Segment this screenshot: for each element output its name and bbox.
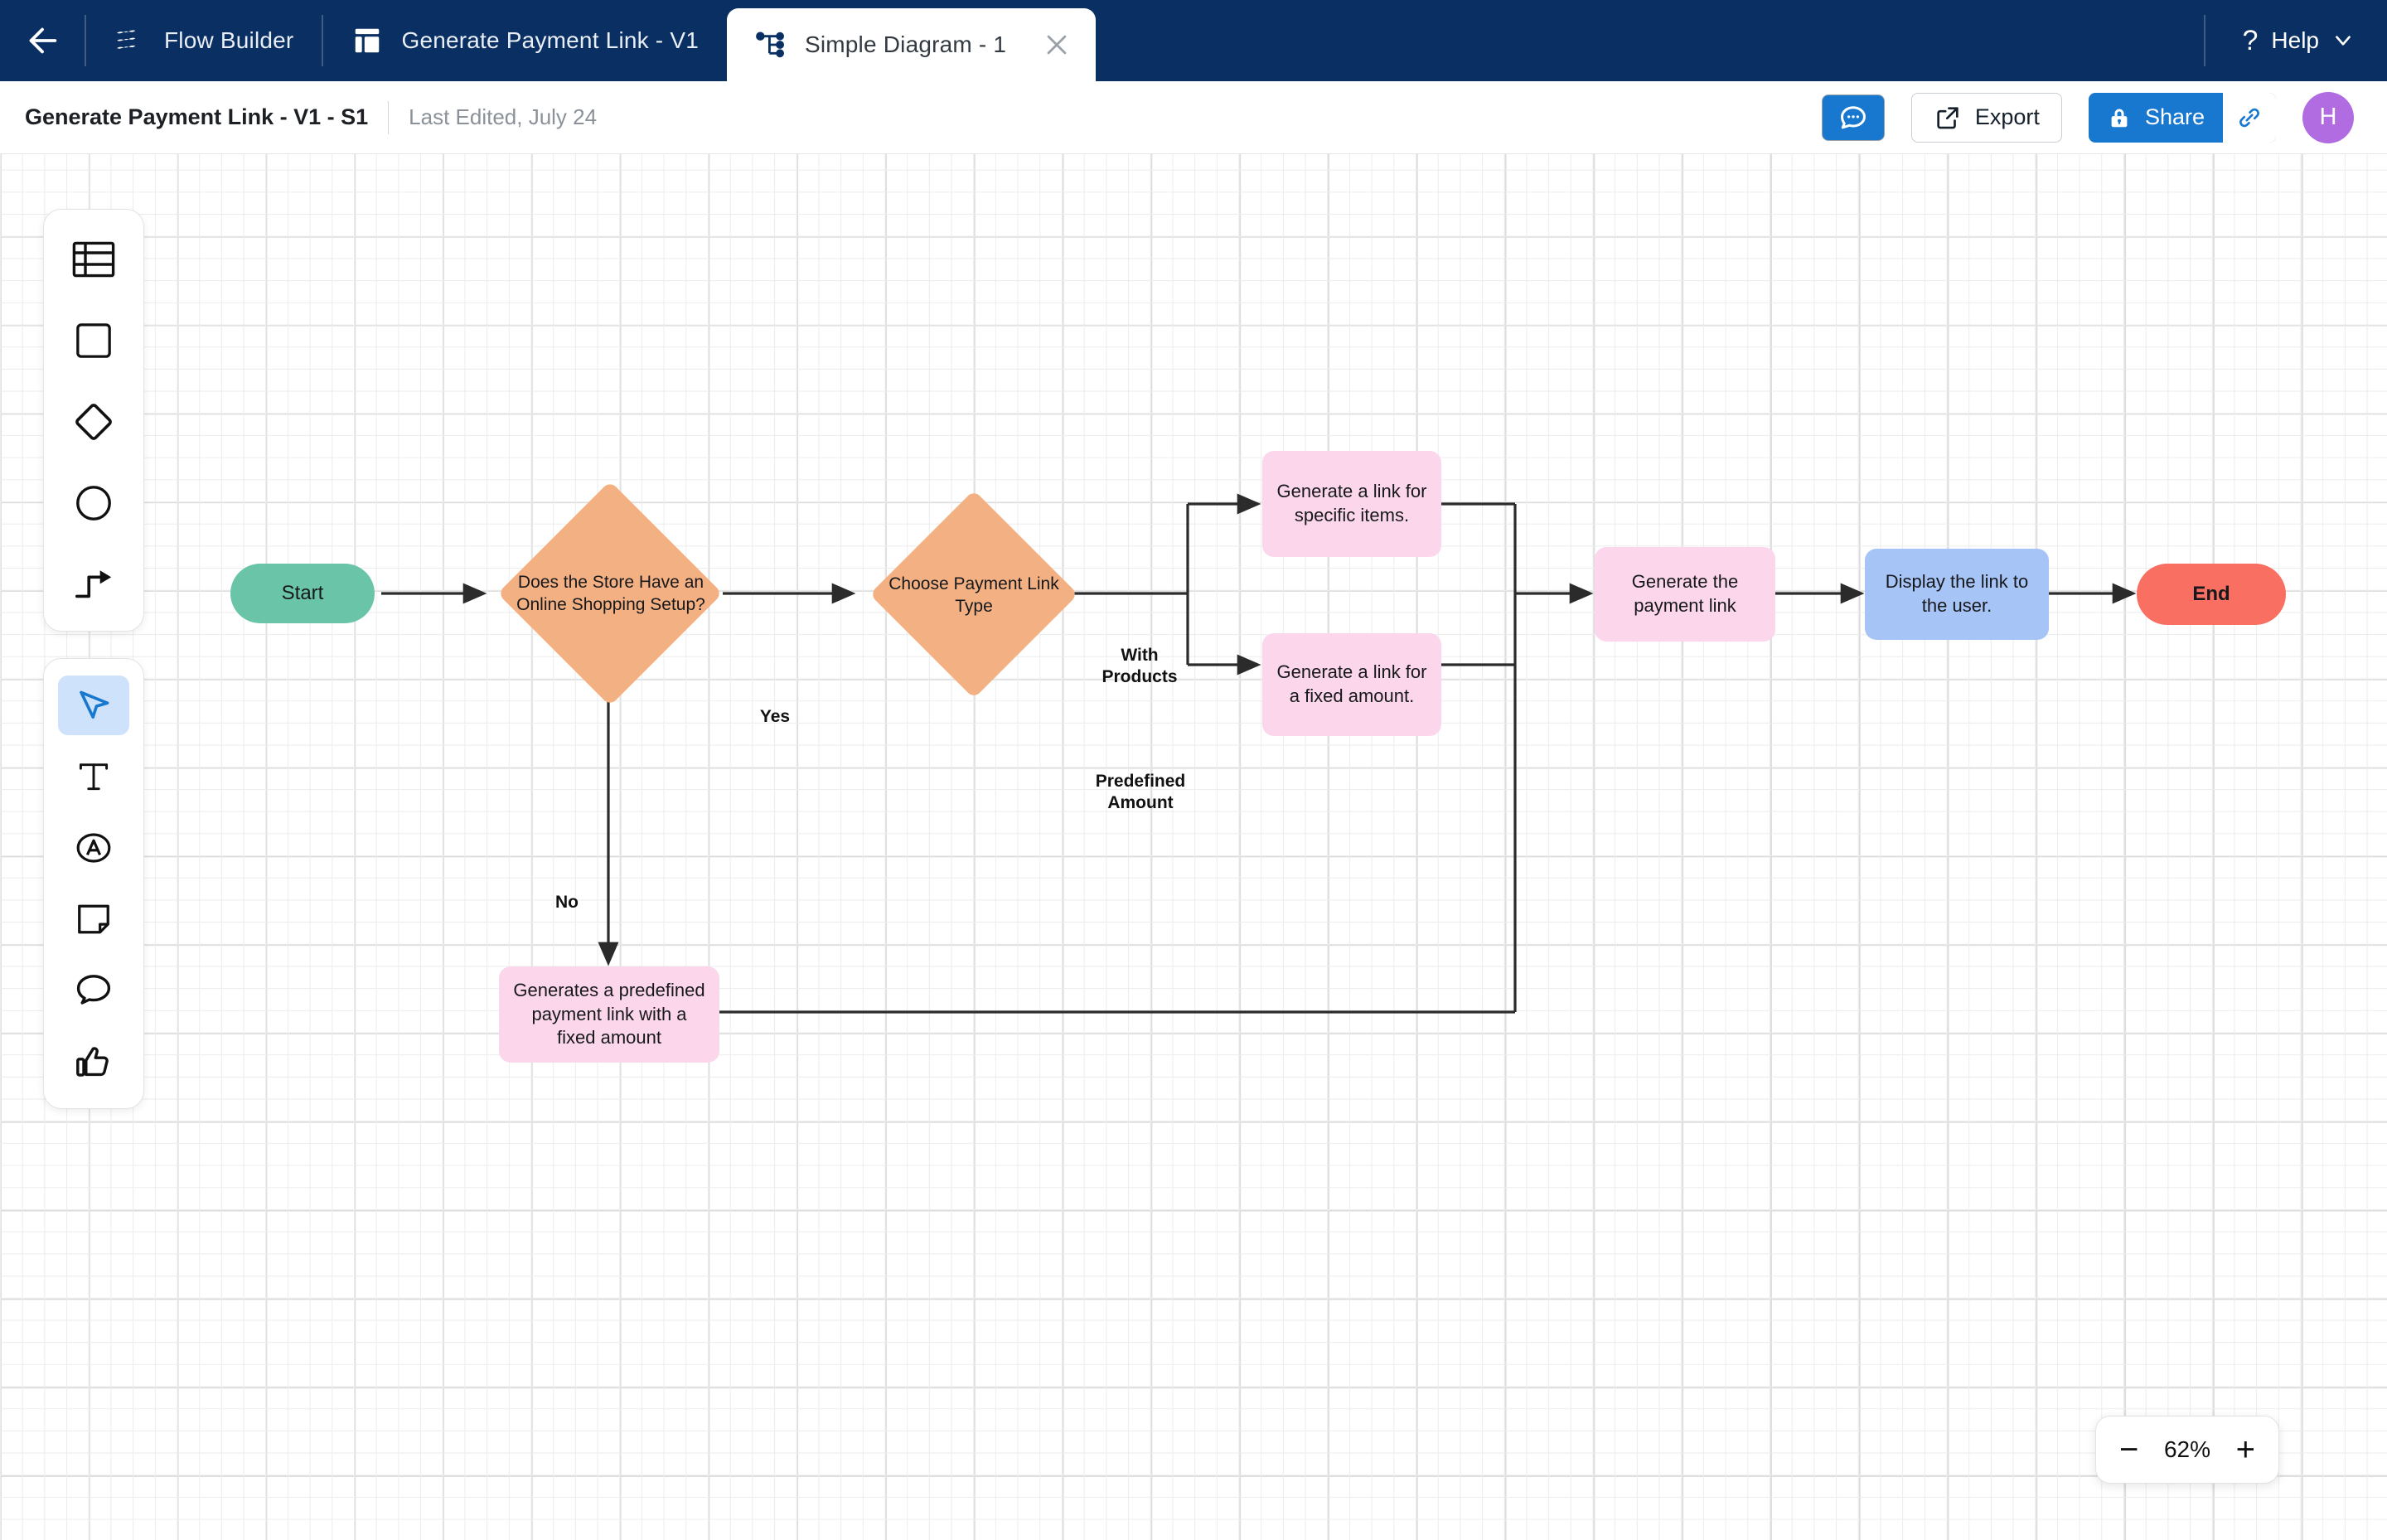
- edge-label-with-products: With Products: [1086, 645, 1194, 689]
- diagram-connectors: [381, 493, 2137, 1014]
- nav-divider: [322, 15, 324, 66]
- zoom-control: − 62% +: [2095, 1416, 2279, 1484]
- node-label: Generates a predefined payment link with…: [513, 980, 705, 1048]
- node-end[interactable]: End: [2137, 564, 2286, 625]
- draw-tool[interactable]: [58, 818, 129, 878]
- edge-label-text: No: [555, 893, 579, 912]
- node-tree-icon: [756, 31, 784, 58]
- node-label: Does the Store Have an Online Shopping S…: [516, 572, 705, 614]
- top-navigation-bar: Flow Builder Generate Payment Link - V1 …: [0, 0, 2387, 81]
- edge-label-text: With Products: [1102, 646, 1178, 687]
- export-button[interactable]: Export: [1910, 92, 2062, 143]
- link-chain-icon: [2239, 108, 2259, 127]
- sticky-note-tool[interactable]: [58, 889, 129, 949]
- table-icon: [72, 241, 115, 278]
- node-label: Generate the payment link: [1631, 571, 1739, 616]
- chevron-down-icon: [2336, 36, 2351, 46]
- title-separator: [388, 100, 390, 134]
- arrow-left-icon: [29, 27, 57, 54]
- layers-logo-icon: [117, 30, 136, 49]
- node-start[interactable]: Start: [230, 564, 375, 623]
- comment-button[interactable]: [1821, 94, 1885, 141]
- edge-label-no: No: [534, 892, 600, 913]
- brand-flow-builder[interactable]: Flow Builder: [86, 0, 322, 81]
- zoom-out-button[interactable]: −: [2119, 1431, 2139, 1468]
- node-generate-link-specific-items[interactable]: Generate a link for specific items.: [1262, 451, 1441, 557]
- tab-label: Generate Payment Link - V1: [401, 27, 699, 53]
- sticky-note-icon: [78, 904, 109, 934]
- zoom-in-button[interactable]: +: [2235, 1431, 2255, 1468]
- node-label: Start: [281, 582, 324, 605]
- edge-label-yes: Yes: [738, 706, 812, 728]
- close-icon: [1047, 35, 1067, 55]
- edge-label-predefined-amount: Predefined Amount: [1082, 771, 1198, 815]
- avatar[interactable]: H: [2302, 91, 2354, 143]
- square-icon: [76, 323, 111, 358]
- tab-label: Simple Diagram - 1: [804, 31, 1007, 57]
- share-main[interactable]: Share: [2089, 93, 2223, 143]
- text-t-icon: [79, 763, 109, 791]
- connector-shape-tool[interactable]: [58, 554, 129, 614]
- external-link-icon: [1937, 106, 1959, 128]
- question-mark-icon: ?: [2242, 25, 2259, 56]
- circle-shape-tool[interactable]: [58, 473, 129, 533]
- help-label: Help: [2271, 27, 2319, 53]
- nav-divider: [85, 15, 86, 66]
- share-button[interactable]: Share: [2088, 92, 2276, 143]
- brand-label: Flow Builder: [164, 27, 294, 53]
- diamond-icon: [75, 404, 112, 440]
- copy-link-button[interactable]: [2223, 92, 2276, 143]
- comment-dots-icon: [1840, 105, 1866, 128]
- toolbar-actions: Export Share H: [1821, 91, 2387, 143]
- document-toolbar: Generate Payment Link - V1 - S1 Last Edi…: [0, 81, 2387, 154]
- diamond-shape-tool[interactable]: [58, 392, 129, 452]
- reaction-tool[interactable]: [58, 1032, 129, 1092]
- rectangle-shape-tool[interactable]: [58, 311, 129, 370]
- last-edited-label: Last Edited, July 24: [409, 104, 598, 129]
- cursor-arrow-icon: [80, 690, 109, 719]
- node-label: Generate a link for specific items.: [1276, 481, 1427, 525]
- node-display-link-to-user[interactable]: Display the link to the user.: [1865, 549, 2049, 640]
- node-generate-link-fixed-amount[interactable]: Generate a link for a fixed amount.: [1262, 633, 1441, 736]
- edge-label-text: Yes: [759, 707, 791, 726]
- panel-layout-icon: [356, 28, 380, 53]
- back-button[interactable]: [0, 0, 85, 81]
- export-label: Export: [1974, 104, 2040, 129]
- comment-tool[interactable]: [58, 961, 129, 1020]
- close-tab-button[interactable]: [1043, 31, 1071, 59]
- node-label: End: [2192, 583, 2230, 606]
- lock-icon: [2111, 109, 2128, 127]
- tab-generate-payment-link-v1[interactable]: Generate Payment Link - V1: [323, 0, 727, 81]
- speech-bubble-icon: [76, 975, 111, 1005]
- node-label: Choose Payment Link Type: [888, 574, 1059, 616]
- edit-tools-panel: [43, 658, 144, 1109]
- diagram-canvas[interactable]: Start Does the Store Have an Online Shop…: [0, 154, 2387, 1540]
- thumbs-up-icon: [76, 1047, 109, 1077]
- node-decision-online-shopping-label: Does the Store Have an Online Shopping S…: [516, 544, 706, 643]
- step-arrow-icon: [75, 570, 112, 598]
- node-label: Display the link to the user.: [1885, 571, 2029, 616]
- text-tool[interactable]: [58, 747, 129, 806]
- page-title: Generate Payment Link - V1 - S1: [25, 104, 369, 129]
- edge-label-text: Predefined Amount: [1095, 772, 1186, 813]
- circle-icon: [76, 486, 111, 521]
- node-generates-predefined-link[interactable]: Generates a predefined payment link with…: [499, 966, 719, 1063]
- circled-a-icon: [76, 833, 111, 863]
- tab-simple-diagram-1[interactable]: Simple Diagram - 1: [726, 8, 1097, 81]
- node-decision-payment-type-label: Choose Payment Link Type: [885, 552, 1063, 638]
- zoom-level-value: 62%: [2163, 1436, 2211, 1462]
- table-shape-tool[interactable]: [58, 230, 129, 289]
- node-generate-the-payment-link[interactable]: Generate the payment link: [1595, 547, 1775, 642]
- shape-tools-panel: [43, 209, 144, 632]
- help-menu[interactable]: ? Help: [2204, 15, 2387, 66]
- select-tool[interactable]: [58, 676, 129, 735]
- node-label: Generate a link for a fixed amount.: [1276, 661, 1427, 706]
- share-label: Share: [2144, 104, 2205, 129]
